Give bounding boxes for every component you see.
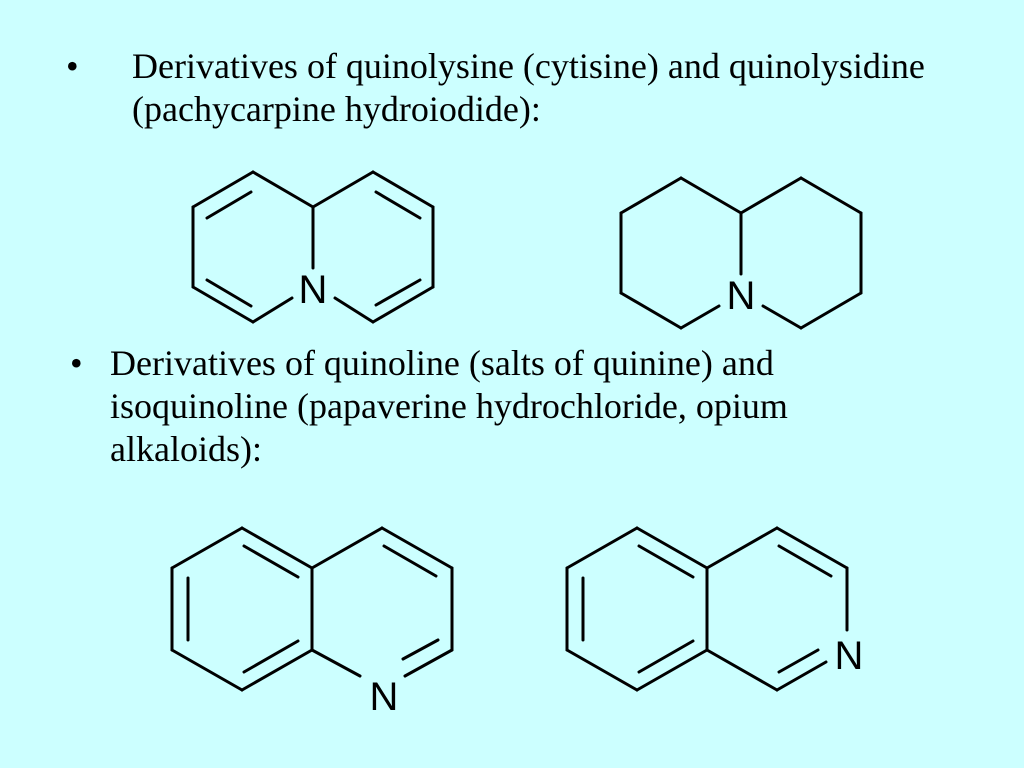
nitrogen-label: N bbox=[370, 675, 399, 719]
nitrogen-label: N bbox=[727, 274, 756, 318]
isoquinoline-structure: N bbox=[565, 526, 864, 692]
quinoline-structure: N bbox=[170, 526, 454, 719]
quinolysine-structure: N bbox=[191, 170, 435, 324]
bullet-marker: • bbox=[66, 46, 79, 86]
bullet-text: Derivatives of quinoline (salts of quini… bbox=[110, 343, 788, 470]
bullet-marker: • bbox=[70, 343, 83, 383]
bullet-text: Derivatives of quinolysine (cytisine) an… bbox=[132, 46, 925, 130]
quinolysidine-structure: N bbox=[619, 176, 863, 330]
nitrogen-label: N bbox=[299, 268, 328, 312]
nitrogen-label: N bbox=[835, 634, 864, 678]
